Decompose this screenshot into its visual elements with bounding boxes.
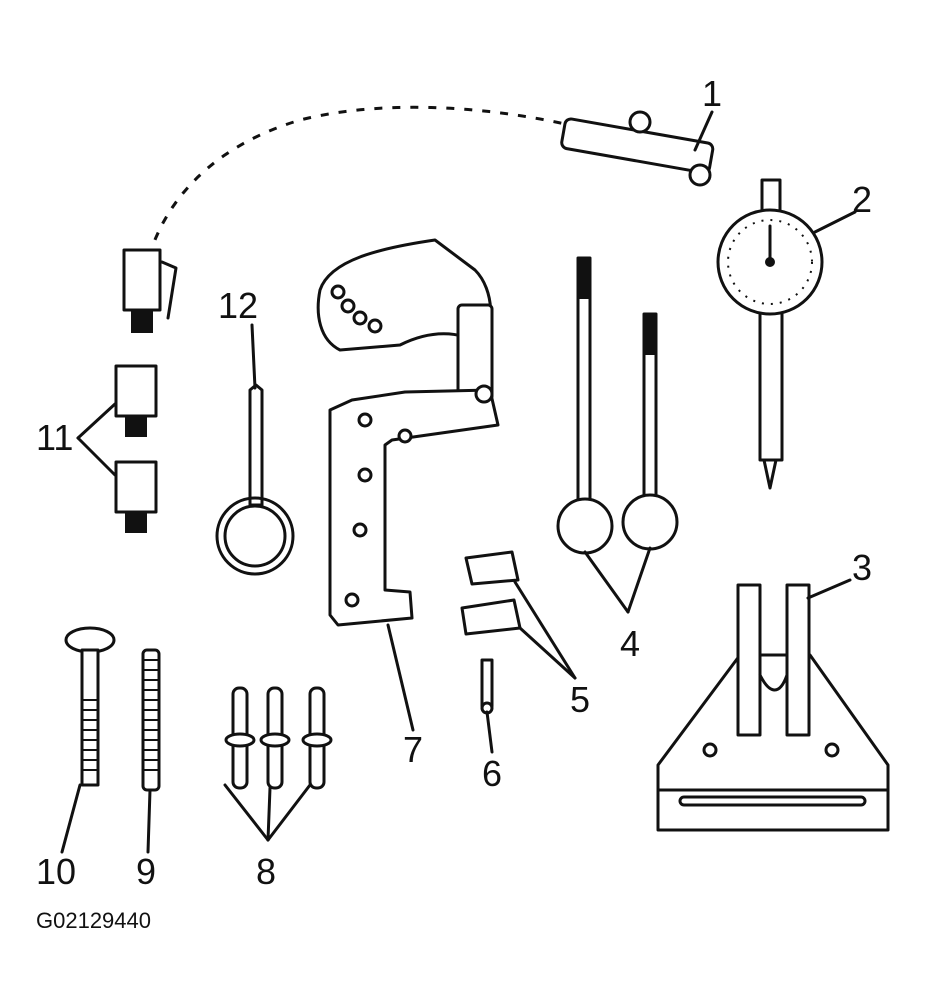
leader-lines <box>60 110 857 854</box>
base-stand <box>656 583 890 832</box>
studs <box>224 686 333 790</box>
bracket-fixture <box>316 238 500 627</box>
gauge-rods <box>556 256 679 555</box>
long-bolt <box>64 626 116 787</box>
callout-9: 9 <box>136 851 156 892</box>
callout-2: 2 <box>852 179 872 220</box>
callout-3: 3 <box>852 547 872 588</box>
flexible-arm-tool <box>122 95 715 333</box>
callout-5: 5 <box>570 679 590 720</box>
callout-6: 6 <box>482 753 502 794</box>
dial-indicator <box>716 178 824 490</box>
callout-11: 11 <box>36 417 73 458</box>
callout-10: 10 <box>36 851 76 892</box>
figure-id: G02129440 <box>36 908 151 933</box>
callout-4: 4 <box>620 623 640 664</box>
callout-8: 8 <box>256 851 276 892</box>
threaded-rod <box>141 648 161 792</box>
callout-7: 7 <box>403 729 423 770</box>
callout-12: 12 <box>218 285 258 326</box>
small-screw <box>480 658 494 715</box>
callout-labels: 1 2 3 4 5 6 7 8 9 10 11 12 <box>36 73 872 892</box>
clips <box>460 550 522 636</box>
pin-with-ring <box>215 383 295 576</box>
adapters <box>114 364 158 533</box>
callout-1: 1 <box>702 73 722 114</box>
